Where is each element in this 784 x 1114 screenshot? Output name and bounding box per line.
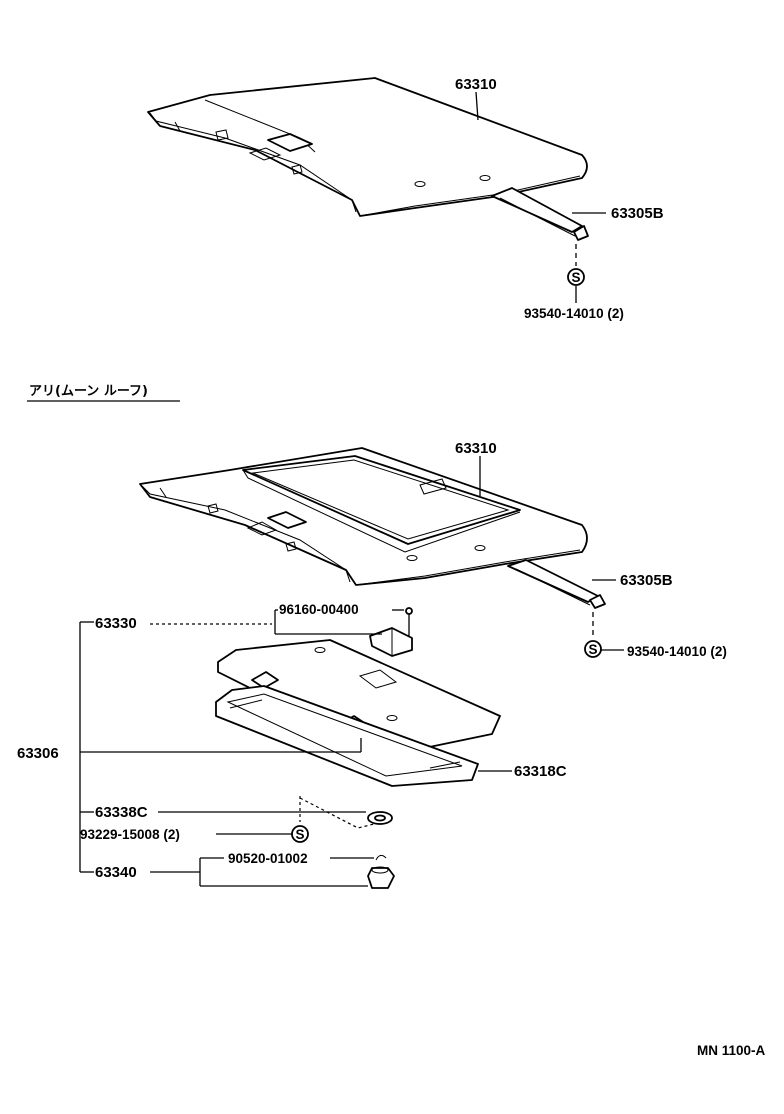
upper-screw: S [567, 244, 585, 303]
sunshade-pin [369, 607, 413, 657]
upper-holder [491, 187, 606, 241]
sunshade-label: 63306 [17, 745, 59, 762]
upper-screw-label: 93540-14010 (2) [524, 306, 624, 321]
garnish-label: 63318C [514, 763, 567, 780]
leader-lines [79, 609, 512, 887]
clip-label: 90520-01002 [228, 851, 308, 866]
upper-headlining-leader [475, 91, 479, 121]
upper-headlining-label: 63310 [455, 76, 497, 93]
cover-label: 63338C [95, 804, 148, 821]
catalog-code: MN 1100-A [697, 1043, 766, 1058]
garnish-frame [215, 685, 479, 787]
screw-symbol: S [571, 270, 580, 285]
screw-symbol: S [588, 642, 597, 657]
knob-assy-label: 63340 [95, 864, 137, 881]
pin-label: 96160-00400 [279, 602, 359, 617]
section-note: アリ(ムーン ルーフ) [29, 384, 148, 399]
lower-headlining-label: 63310 [455, 440, 497, 457]
upper-holder-label: 63305B [611, 205, 664, 222]
lower-holder-label: 63305B [620, 572, 673, 589]
lower-holder [507, 559, 616, 609]
lower-screw-label: 93540-14010 (2) [627, 644, 727, 659]
lower-headlining [139, 447, 588, 586]
sunshade-assy-label: 63330 [95, 615, 137, 632]
knob-parts: S [291, 796, 395, 889]
upper-headlining [147, 77, 588, 217]
lower-screw: S [584, 612, 624, 658]
screw-symbol: S [295, 827, 304, 842]
screw2-label: 93229-15008 (2) [80, 827, 180, 842]
